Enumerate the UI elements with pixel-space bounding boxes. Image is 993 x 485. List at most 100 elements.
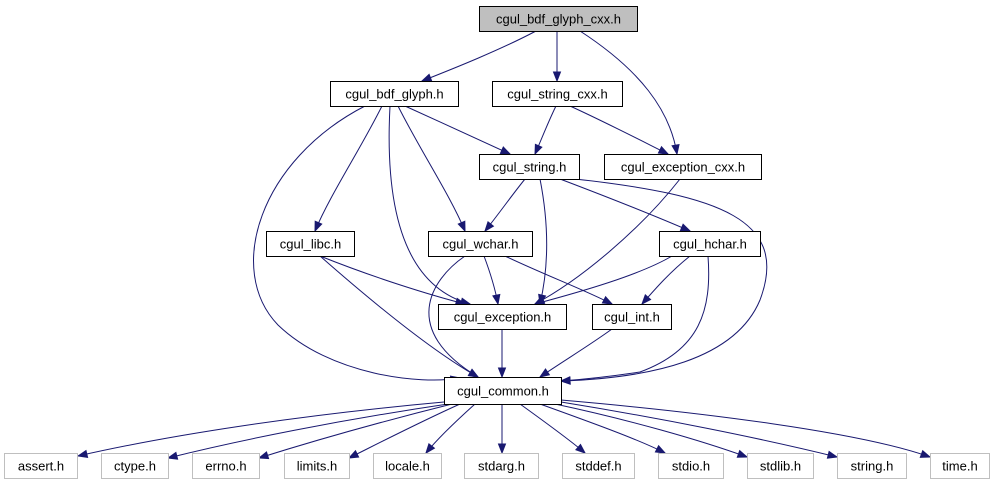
arrowhead-icon [538,368,551,378]
edge-line [504,255,613,305]
node-stdlib: stdlib.h [747,453,814,479]
edge-string_cxx-to-exception_cxx [569,105,670,155]
edge-line [539,403,666,454]
edge-common-to-stdarg [497,404,507,455]
edge-bdf_glyph_cxx-to-string_cxx [552,30,562,83]
node-hchar[interactable]: cgul_hchar.h [659,231,761,257]
arrowhead-icon [826,450,839,459]
edge-wchar-to-common [428,255,480,378]
node-box [464,453,539,479]
node-label: cgul_exception_cxx.h [621,160,745,175]
edge-line [167,403,449,459]
arrowhead-icon [314,220,323,233]
node-exception-cxx[interactable]: cgul_exception_cxx.h [604,154,762,180]
arrowhead-icon [671,143,680,156]
node-box [604,154,762,180]
arrowhead-icon [601,295,614,305]
arrowhead-icon [497,443,507,455]
node-box [330,81,459,107]
node-bdf-glyph-cxx[interactable]: cgul_bdf_glyph_cxx.h [479,6,638,32]
node-label: cgul_wchar.h [443,237,519,252]
edge-line [560,401,838,458]
node-box [658,453,724,479]
node-string[interactable]: cgul_string.h [479,154,580,180]
edge-string-to-exception [538,178,548,306]
edge-string_cxx-to-string [534,105,557,156]
edge-line [554,403,748,458]
edge-string-to-hchar [559,178,692,232]
edge-line [253,105,461,381]
arrowhead-icon [76,449,89,459]
node-libc[interactable]: cgul_libc.h [266,231,355,257]
edge-line [428,255,479,378]
node-bdf-glyph[interactable]: cgul_bdf_glyph.h [330,81,459,107]
node-box [479,154,580,180]
edge-line [560,255,710,382]
arrowhead-icon [552,71,562,83]
edge-wchar-to-exception [483,255,501,306]
edge-common-to-locale [425,403,476,455]
edge-line [258,403,453,459]
edge-exception-to-common [497,329,507,379]
node-box [930,453,990,479]
node-box [444,377,562,405]
edge-line [534,255,673,305]
edge-bdf_glyph-to-libc [314,105,383,233]
edge-wchar-to-int [504,255,614,305]
node-box [266,231,355,257]
node-common[interactable]: cgul_common.h [444,377,562,405]
node-box [4,453,78,479]
node-label: cgul_common.h [457,384,549,399]
node-label: stddef.h [575,459,621,474]
node-string-h: string.h [837,453,907,479]
edge-line [579,30,678,155]
edge-common-to-errno [257,403,453,460]
arrowhead-icon [420,73,433,82]
node-stddef: stddef.h [562,453,635,479]
node-label: cgul_libc.h [280,237,341,252]
node-label: assert.h [18,459,64,474]
node-label: string.h [851,459,894,474]
node-errno: errno.h [192,453,260,479]
edge-line [484,178,526,232]
node-string-cxx[interactable]: cgul_string_cxx.h [492,81,623,107]
node-label: time.h [942,459,977,474]
edge-line [425,403,476,454]
edge-bdf_glyph_cxx-to-bdf_glyph [420,30,537,82]
node-label: stdlib.h [760,459,801,474]
edge-line [560,178,768,382]
node-int[interactable]: cgul_int.h [592,304,672,330]
edge-line [348,403,461,459]
arrowhead-icon [257,451,270,460]
edge-libc-to-exception [319,255,467,306]
node-box [592,304,672,330]
arrowhead-icon [559,376,571,385]
edge-line [314,105,383,232]
edge-bdf_glyph-to-exception [388,105,472,306]
edge-string-to-common [559,178,768,385]
edge-line [539,328,613,378]
node-box [479,6,638,32]
edge-common-to-ctype [166,403,449,460]
node-time: time.h [930,453,990,479]
edge-line [539,178,548,305]
node-box [492,81,623,107]
edge-line [77,401,445,457]
edge-common-to-limits [347,403,461,459]
node-box [101,453,169,479]
node-box [659,231,761,257]
node-wchar[interactable]: cgul_wchar.h [428,231,533,257]
node-label: stdio.h [672,459,710,474]
node-box [747,453,814,479]
node-locale: locale.h [373,453,442,479]
node-label: errno.h [205,459,246,474]
node-exception[interactable]: cgul_exception.h [438,304,567,330]
arrowhead-icon [499,146,512,155]
edge-hchar-to-exception [533,255,673,306]
arrowhead-icon [457,220,466,233]
arrowhead-icon [534,143,543,156]
edge-bdf_glyph_cxx-to-exception_cxx [579,30,680,156]
edge-hchar-to-common [559,255,710,385]
arrowhead-icon [919,449,932,458]
